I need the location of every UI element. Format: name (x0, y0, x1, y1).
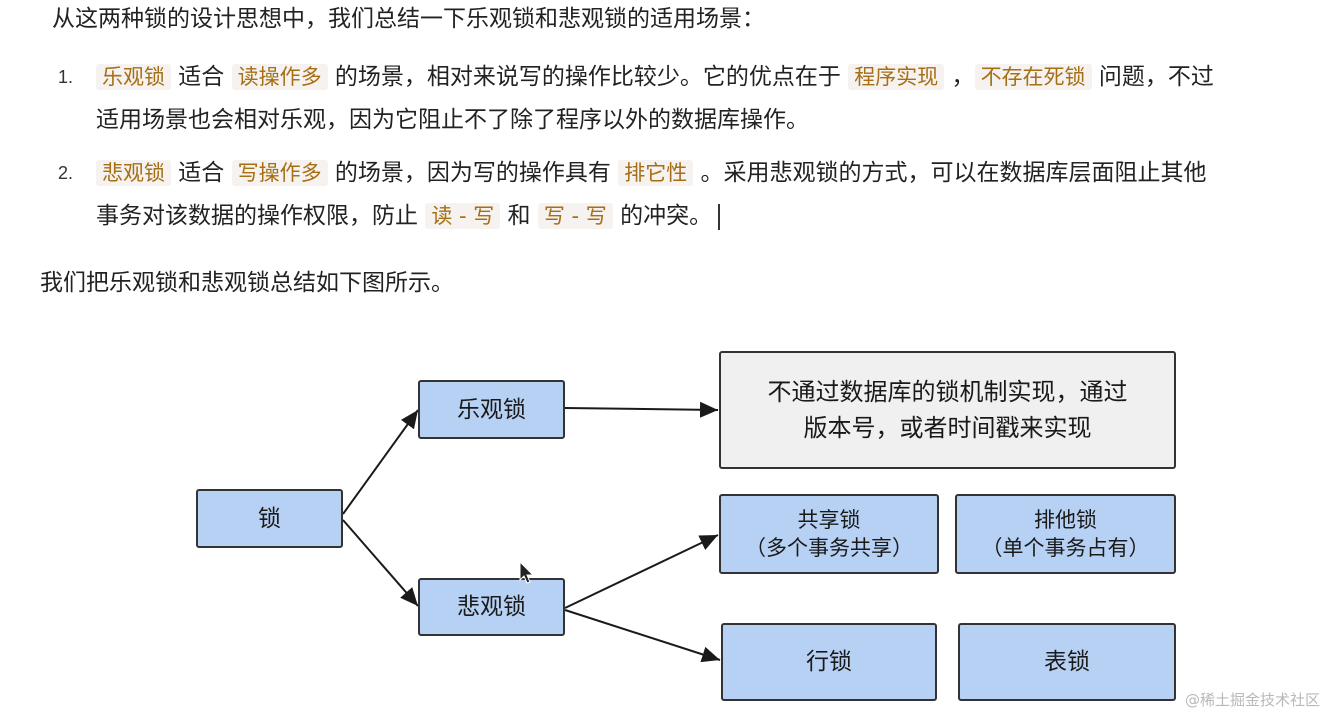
list-number: 1. (58, 67, 74, 87)
list-item-line: 悲观锁 适合 写操作多 的场景，因为写的操作具有 排它性 。采用悲观锁的方式，可… (96, 158, 1207, 188)
highlight-program-impl: 程序实现 (848, 64, 945, 90)
shared-lock-box: 共享锁 （多个事务共享） (719, 494, 939, 574)
highlight-optimistic-lock: 乐观锁 (96, 64, 171, 90)
optimistic-description-box: 不通过数据库的锁机制实现，通过 版本号，或者时间戳来实现 (719, 351, 1176, 469)
list-item: 1. 乐观锁 适合 读操作多 的场景，相对来说写的操作比较少。它的优点在于 程序… (0, 62, 1328, 158)
arrow-root-to-optimistic (342, 409, 419, 515)
table-lock-box: 表锁 (958, 623, 1176, 701)
arrow-optimistic-to-desc (564, 401, 719, 418)
arrow-pessimistic-to-row (564, 609, 721, 663)
highlight-write-write: 写 - 写 (537, 203, 613, 229)
pessimistic-lock-box: 悲观锁 (418, 578, 565, 636)
highlight-exclusivity: 排它性 (618, 160, 694, 186)
optimistic-lock-box: 乐观锁 (418, 380, 565, 439)
arrow-root-to-pessimistic (342, 519, 419, 607)
highlight-pessimistic-lock: 悲观锁 (96, 160, 171, 186)
row-lock-box: 行锁 (721, 623, 937, 701)
highlight-write-heavy: 写操作多 (231, 160, 328, 186)
list-item-line: 乐观锁 适合 读操作多 的场景，相对来说写的操作比较少。它的优点在于 程序实现 … (96, 62, 1214, 92)
mouse-pointer-icon (519, 561, 535, 584)
text-cursor (718, 203, 721, 230)
summary-paragraph: 我们把乐观锁和悲观锁总结如下图所示。 (40, 270, 454, 296)
watermark: @稀土掘金技术社区 (1184, 691, 1320, 709)
highlight-no-deadlock: 不存在死锁 (974, 64, 1092, 90)
highlight-read-write: 读 - 写 (425, 203, 501, 229)
exclusive-lock-box: 排他锁 （单个事务占有） (955, 494, 1176, 574)
usage-list: 1. 乐观锁 适合 读操作多 的场景，相对来说写的操作比较少。它的优点在于 程序… (0, 62, 1328, 254)
list-item-line: 适用场景也会相对乐观，因为它阻止不了除了程序以外的数据库操作。 (96, 107, 809, 133)
arrow-pessimistic-to-shared (564, 534, 719, 609)
root-lock-box: 锁 (196, 489, 343, 548)
list-item-line: 事务对该数据的操作权限，防止 读 - 写 和 写 - 写 的冲突。 (96, 201, 721, 231)
list-item: 2. 悲观锁 适合 写操作多 的场景，因为写的操作具有 排它性 。采用悲观锁的方… (0, 158, 1328, 254)
intro-paragraph: 从这两种锁的设计思想中，我们总结一下乐观锁和悲观锁的适用场景： (52, 6, 765, 32)
list-number: 2. (58, 163, 74, 183)
highlight-read-heavy: 读操作多 (231, 64, 328, 90)
